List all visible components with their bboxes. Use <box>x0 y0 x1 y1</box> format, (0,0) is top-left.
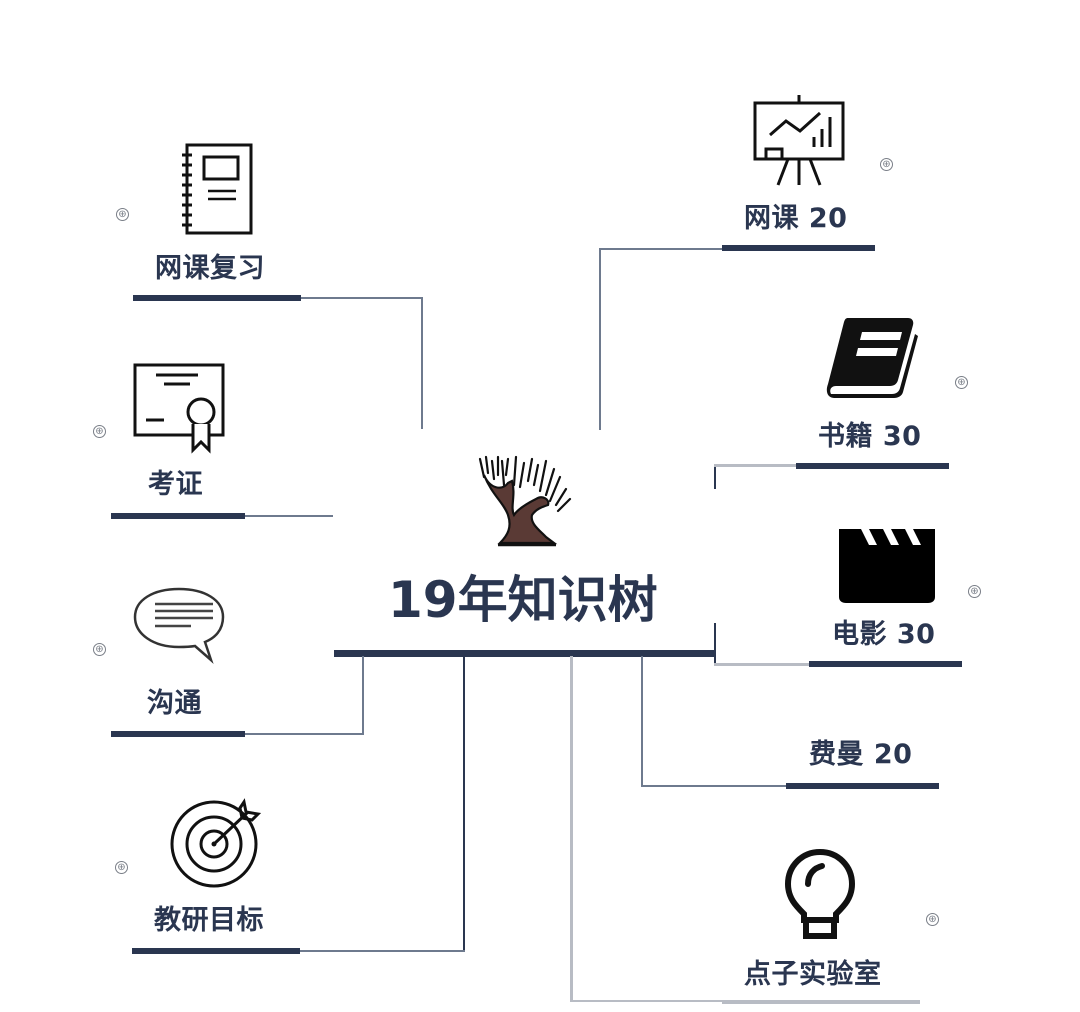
branch-underline <box>722 245 875 251</box>
branch-underline <box>111 513 245 519</box>
root-title: 19年知识树 <box>388 571 658 629</box>
connector-goutong-v <box>362 656 364 735</box>
presentation-board-icon <box>753 95 845 186</box>
connector-dianying-v <box>714 623 716 665</box>
branch-label: 电影 30 <box>832 619 936 650</box>
expand-toggle[interactable]: ⊕ <box>93 643 106 656</box>
certificate-icon <box>133 363 225 454</box>
expand-toggle[interactable]: ⊕ <box>968 585 981 598</box>
book-icon <box>826 318 918 398</box>
speech-bubble-icon <box>133 587 225 664</box>
connector-dianying-h <box>714 663 810 666</box>
connector-dianzi-h <box>570 1000 722 1002</box>
connector-dianzi-v <box>570 656 573 1002</box>
branch-label: 书籍 30 <box>818 421 922 452</box>
expand-toggle[interactable]: ⊕ <box>116 208 129 221</box>
branch-underline <box>132 948 300 954</box>
connector-feiman-v <box>641 656 643 787</box>
connector-kaozheng <box>244 515 333 517</box>
branch-label: 费曼 20 <box>809 739 913 770</box>
notebook-icon <box>182 143 253 235</box>
connector-wangke-fuxi-v <box>421 297 423 429</box>
branch-label: 教研目标 <box>154 905 264 936</box>
branch-label: 网课 20 <box>744 203 848 234</box>
branch-underline <box>722 1000 920 1004</box>
connector-shuji-h <box>714 464 798 467</box>
expand-toggle[interactable]: ⊕ <box>115 861 128 874</box>
connector-goutong-h <box>244 733 364 735</box>
clapperboard-icon <box>839 529 935 603</box>
branch-underline <box>111 731 245 737</box>
connector-wangke-fuxi <box>300 297 423 299</box>
connector-shuji-v <box>714 465 716 489</box>
branch-label: 沟通 <box>147 688 202 719</box>
connector-wangke-v <box>599 248 601 430</box>
lightbulb-icon <box>784 848 856 939</box>
branch-label: 考证 <box>148 469 203 500</box>
expand-toggle[interactable]: ⊕ <box>926 913 939 926</box>
tree-icon <box>478 455 572 547</box>
branch-label: 网课复习 <box>155 253 265 284</box>
connector-jiaoyan-v <box>463 656 465 952</box>
expand-toggle[interactable]: ⊕ <box>955 376 968 389</box>
branch-label: 点子实验室 <box>744 959 882 990</box>
root-underline <box>334 650 716 657</box>
connector-jiaoyan-h <box>300 950 465 952</box>
target-icon <box>170 798 262 888</box>
branch-underline <box>786 783 939 789</box>
connector-wangke-h <box>599 248 723 250</box>
expand-toggle[interactable]: ⊕ <box>880 158 893 171</box>
expand-toggle[interactable]: ⊕ <box>93 425 106 438</box>
branch-underline <box>133 295 301 301</box>
branch-underline <box>796 463 949 469</box>
branch-underline <box>809 661 962 667</box>
connector-feiman-h <box>641 785 787 787</box>
